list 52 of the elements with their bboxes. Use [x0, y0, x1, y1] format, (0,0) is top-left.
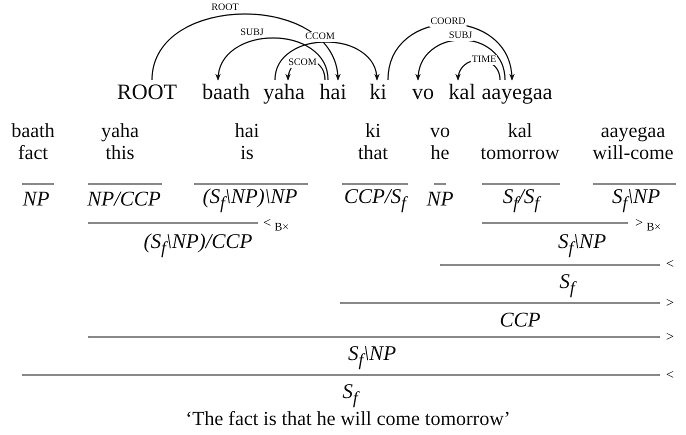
combinator-mark: < [666, 369, 674, 383]
dependency-word: hai [320, 81, 346, 103]
edge-label: ROOT [210, 3, 240, 13]
ccg-category: S$_{f}$/S$_{f}$ [502, 186, 540, 212]
gloss: fact [18, 143, 48, 163]
ccg-category: S$_{f}$\NP [612, 186, 660, 212]
ccg-category: NP [426, 188, 454, 210]
dependency-word: baath [202, 81, 250, 103]
dependency-word: ROOT [117, 81, 177, 103]
edge-label: TIME [470, 55, 498, 65]
hindi-word: ki [365, 121, 381, 141]
caption: ‘The fact is that he will come tomorrow’ [186, 409, 510, 429]
edge-label: SCOM [287, 58, 318, 68]
gloss: will-come [592, 143, 674, 163]
edge-label: SUBJ [448, 31, 474, 41]
gloss: is [240, 143, 254, 163]
dependency-word: aayegaa [482, 81, 552, 103]
ccg-category: (S$_{f}$\NP)\NP [202, 186, 298, 212]
ccg-category: S$_{f}$\NP [558, 231, 606, 257]
dependency-word: yaha [263, 81, 305, 103]
gloss: tomorrow [480, 143, 560, 163]
dependency-arc [274, 41, 379, 81]
hindi-word: baath [11, 121, 55, 141]
combinator-mark: > [666, 331, 674, 345]
hindi-word: kal [508, 121, 532, 141]
hindi-word: vo [430, 121, 450, 141]
combinator-mark: > [666, 297, 674, 311]
combinator-mark: > $_{B×}$ [635, 216, 661, 234]
combinator-mark: < [666, 258, 674, 272]
dependency-word: ki [369, 81, 387, 103]
edge-label: COORD [430, 17, 466, 27]
dependency-word: kal [448, 81, 476, 103]
edge-label: SUBJ [239, 28, 265, 38]
hindi-word: aayegaa [600, 121, 666, 141]
ccg-category: S$_{f}$\NP [348, 343, 396, 369]
ccg-category: CCP [500, 310, 540, 330]
edge-label: CCOM [304, 32, 336, 42]
dependency-word: vo [412, 81, 434, 103]
dependency-arc [151, 14, 340, 81]
combinator-mark: < $_{B×}$ [263, 216, 289, 234]
ccg-category: S$_{f}$ [559, 271, 575, 297]
ccg-category: S$_{f}$ [342, 381, 358, 407]
dependency-arc [216, 37, 329, 81]
ccg-category: NP [22, 188, 50, 210]
ccg-category: NP/CCP [87, 188, 161, 210]
gloss: this [106, 143, 134, 163]
gloss: he [430, 143, 450, 163]
gloss: that [358, 143, 388, 163]
hindi-word: yaha [101, 121, 139, 141]
ccg-category: CCP/S$_{f}$ [344, 186, 406, 212]
hindi-word: hai [234, 121, 260, 141]
ccg-category: (S$_{f}$\NP)/CCP [144, 231, 252, 257]
